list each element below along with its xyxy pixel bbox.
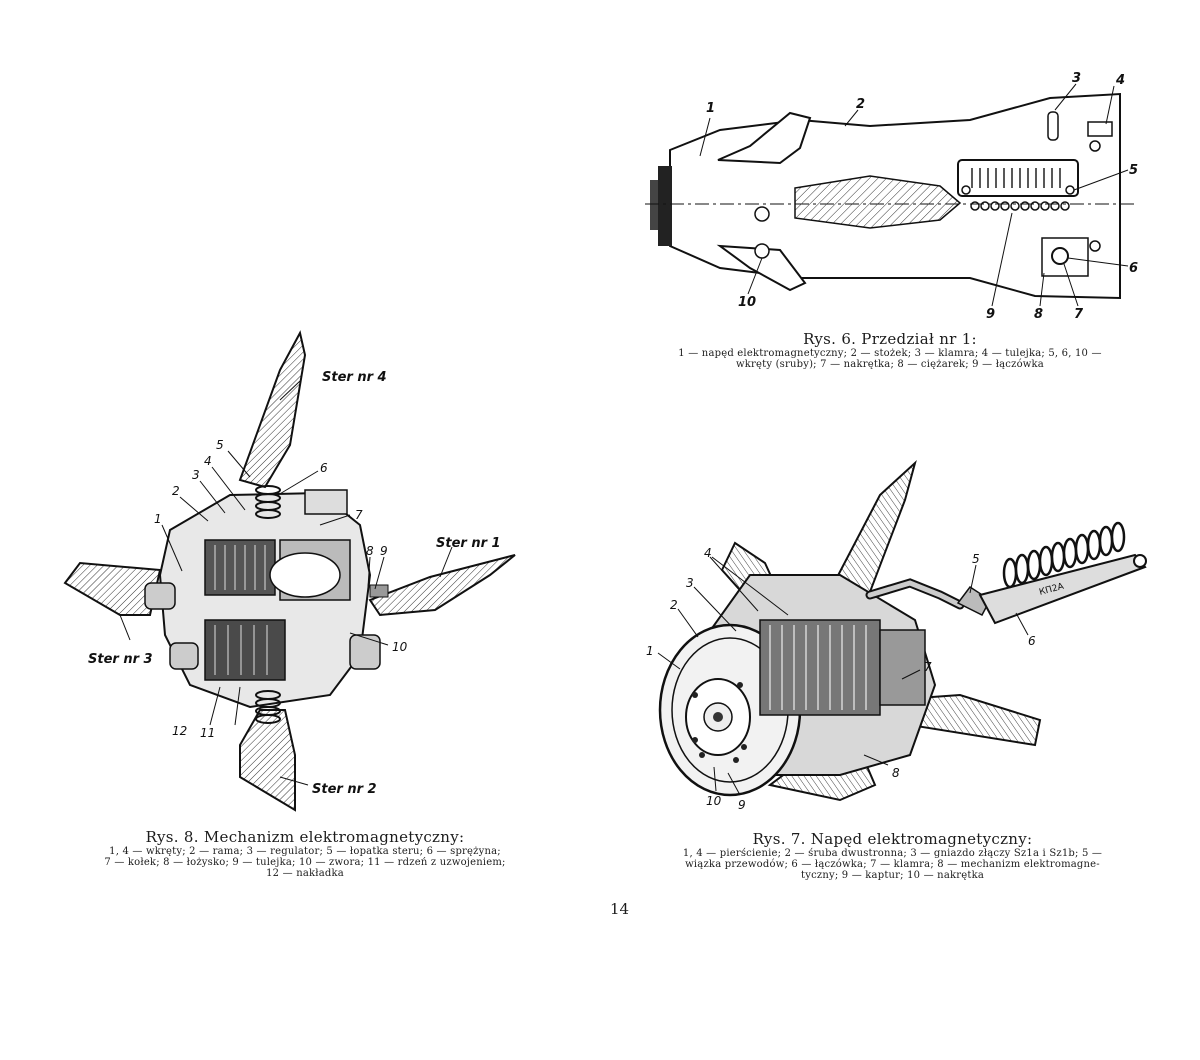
fig8-label-1: 1 [154,512,162,526]
rudder-2 [239,709,296,812]
fig7-label-1: 1 [646,644,654,658]
fig8-label-6: 6 [320,461,328,475]
rudder-3-label: Ster nr 3 [88,652,153,667]
fig7-label-8: 8 [892,766,900,780]
figure-8-drawing: 1 2 3 4 5 6 7 8 9 10 11 12 Ster nr 1 Ste… [50,315,560,815]
connector-bar [978,553,1147,625]
figure-7-legend-line-1: 1, 4 — pierścienie; 2 — śruba dwustronna… [682,848,1103,859]
fig6-label-3: 3 [1072,71,1081,86]
figure-6-legend-line-1: 1 — napęd elektromagnetyczny; 2 — stożek… [678,348,1102,359]
figure-8-caption: Rys. 8. Mechanizm elektromagnetyczny: 1,… [30,828,580,879]
figure-8-title: Rys. 8. Mechanizm elektromagnetyczny: [145,828,465,846]
fig6-label-10: 10 [738,295,756,310]
fig8-label-9: 9 [380,544,388,558]
figure-6-caption: Rys. 6. Przedział nr 1: 1 — napęd elektr… [620,330,1160,370]
rudder-4-label: Ster nr 4 [322,370,387,385]
figure-6-drawing: 1 2 3 4 5 6 7 8 9 10 [640,68,1140,318]
nose-ring [658,166,672,246]
rudder-2-label: Ster nr 2 [312,782,377,797]
figure-7-drawing: КП2А 1 2 3 4 5 6 7 [640,455,1160,820]
fig8-label-5: 5 [216,438,224,452]
fig8-label-4: 4 [204,454,212,468]
fig7-label-5: 5 [972,552,980,566]
fig8-label-11: 11 [200,726,215,740]
figure-8-legend-line-2: 7 — kołek; 8 — łożysko; 9 — tulejka; 10 … [104,857,506,868]
fig6-label-2: 2 [856,97,865,112]
figure-8-legend-line-3: 12 — nakładka [266,868,344,879]
figure-7-title: Rys. 7. Napęd elektromagnetyczny: [752,830,1033,848]
fig8-label-10: 10 [392,640,408,654]
fig8-label-3: 3 [192,468,200,482]
page-number: 14 [610,900,630,918]
fig7-label-4: 4 [704,546,712,560]
rudder-4 [238,330,307,489]
cone-section [794,175,962,229]
fig7-label-10: 10 [706,794,722,808]
fig7-label-9: 9 [738,798,746,812]
figure-7-legend-line-3: tyczny; 9 — kaptur; 10 — nakrętka [801,870,984,881]
fig8-label-2: 2 [172,484,180,498]
fig8-label-7: 7 [355,508,363,522]
figure-6-title: Rys. 6. Przedział nr 1: [803,330,977,348]
fig6-label-4: 4 [1115,73,1125,88]
figure-7-caption: Rys. 7. Napęd elektromagnetyczny: 1, 4 —… [615,830,1170,881]
fig6-label-9: 9 [986,307,995,318]
fig6-label-6: 6 [1129,261,1138,276]
fig7-label-2: 2 [670,598,678,612]
figure-7-legend-line-2: wiązka przewodów; 6 — łączówka; 7 — klam… [685,859,1100,870]
rudder-1 [368,554,516,617]
fig6-label-8: 8 [1034,307,1043,318]
lower-coil [204,619,286,681]
fig6-label-7: 7 [1074,307,1084,318]
fig7-label-3: 3 [686,576,694,590]
figure-6-legend-line-2: wkręty (sruby); 7 — nakrętka; 8 — ciężar… [736,359,1044,370]
fig6-label-5: 5 [1129,163,1138,178]
fig7-label-6: 6 [1028,634,1036,648]
fig8-label-8: 8 [366,544,374,558]
rudder-1-label: Ster nr 1 [436,536,501,551]
fig7-label-7: 7 [924,660,932,674]
fig8-label-12: 12 [172,724,187,738]
figure-8-legend-line-1: 1, 4 — wkręty; 2 — rama; 3 — regulator; … [109,846,501,857]
fig6-label-1: 1 [706,101,715,116]
